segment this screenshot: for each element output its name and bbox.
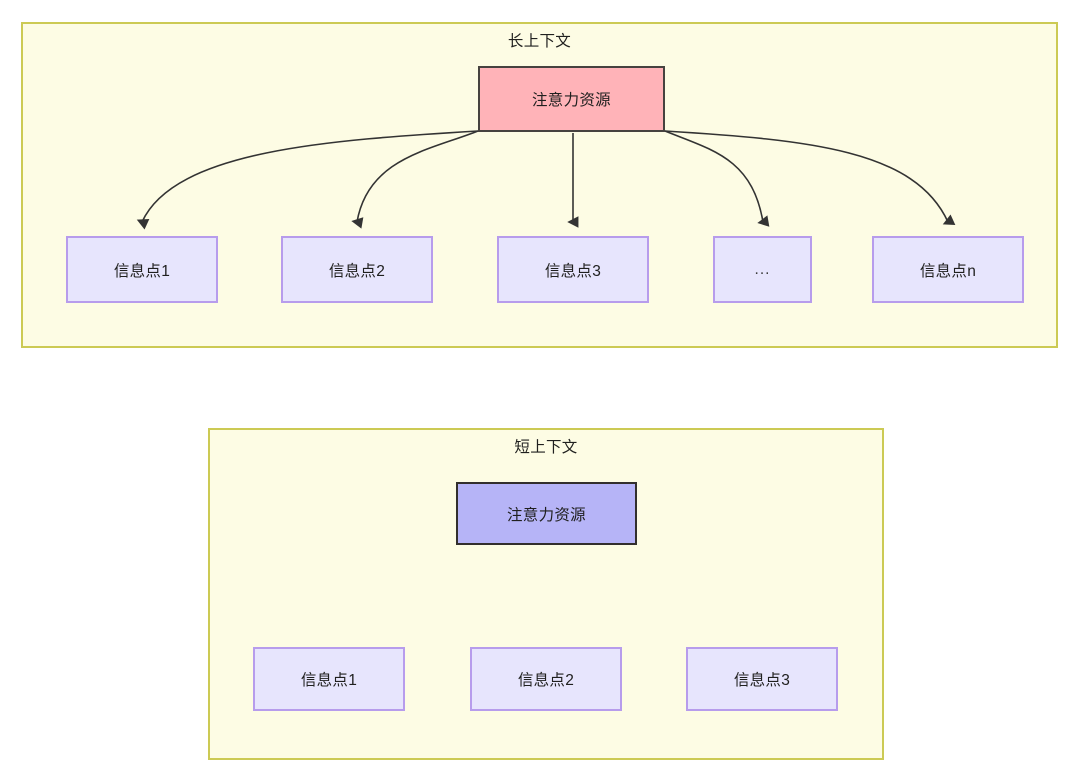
node-info-point-3-short[interactable]: 信息点3	[686, 647, 838, 711]
node-info-point-1-long[interactable]: 信息点1	[66, 236, 218, 303]
panel-long-context-title: 长上下文	[507, 33, 572, 50]
node-info-point-2-long[interactable]: 信息点2	[281, 236, 433, 303]
node-attention-resource-short[interactable]: 注意力资源	[456, 482, 637, 545]
panel-short-context-title: 短上下文	[514, 439, 578, 456]
node-info-point-1-short[interactable]: 信息点1	[253, 647, 405, 711]
node-info-point-2-short[interactable]: 信息点2	[470, 647, 622, 711]
node-info-point-ellipsis-long[interactable]: ...	[713, 236, 812, 303]
node-info-point-n-long[interactable]: 信息点n	[872, 236, 1024, 303]
node-info-point-3-long[interactable]: 信息点3	[497, 236, 649, 303]
node-attention-resource-long[interactable]: 注意力资源	[478, 66, 665, 132]
